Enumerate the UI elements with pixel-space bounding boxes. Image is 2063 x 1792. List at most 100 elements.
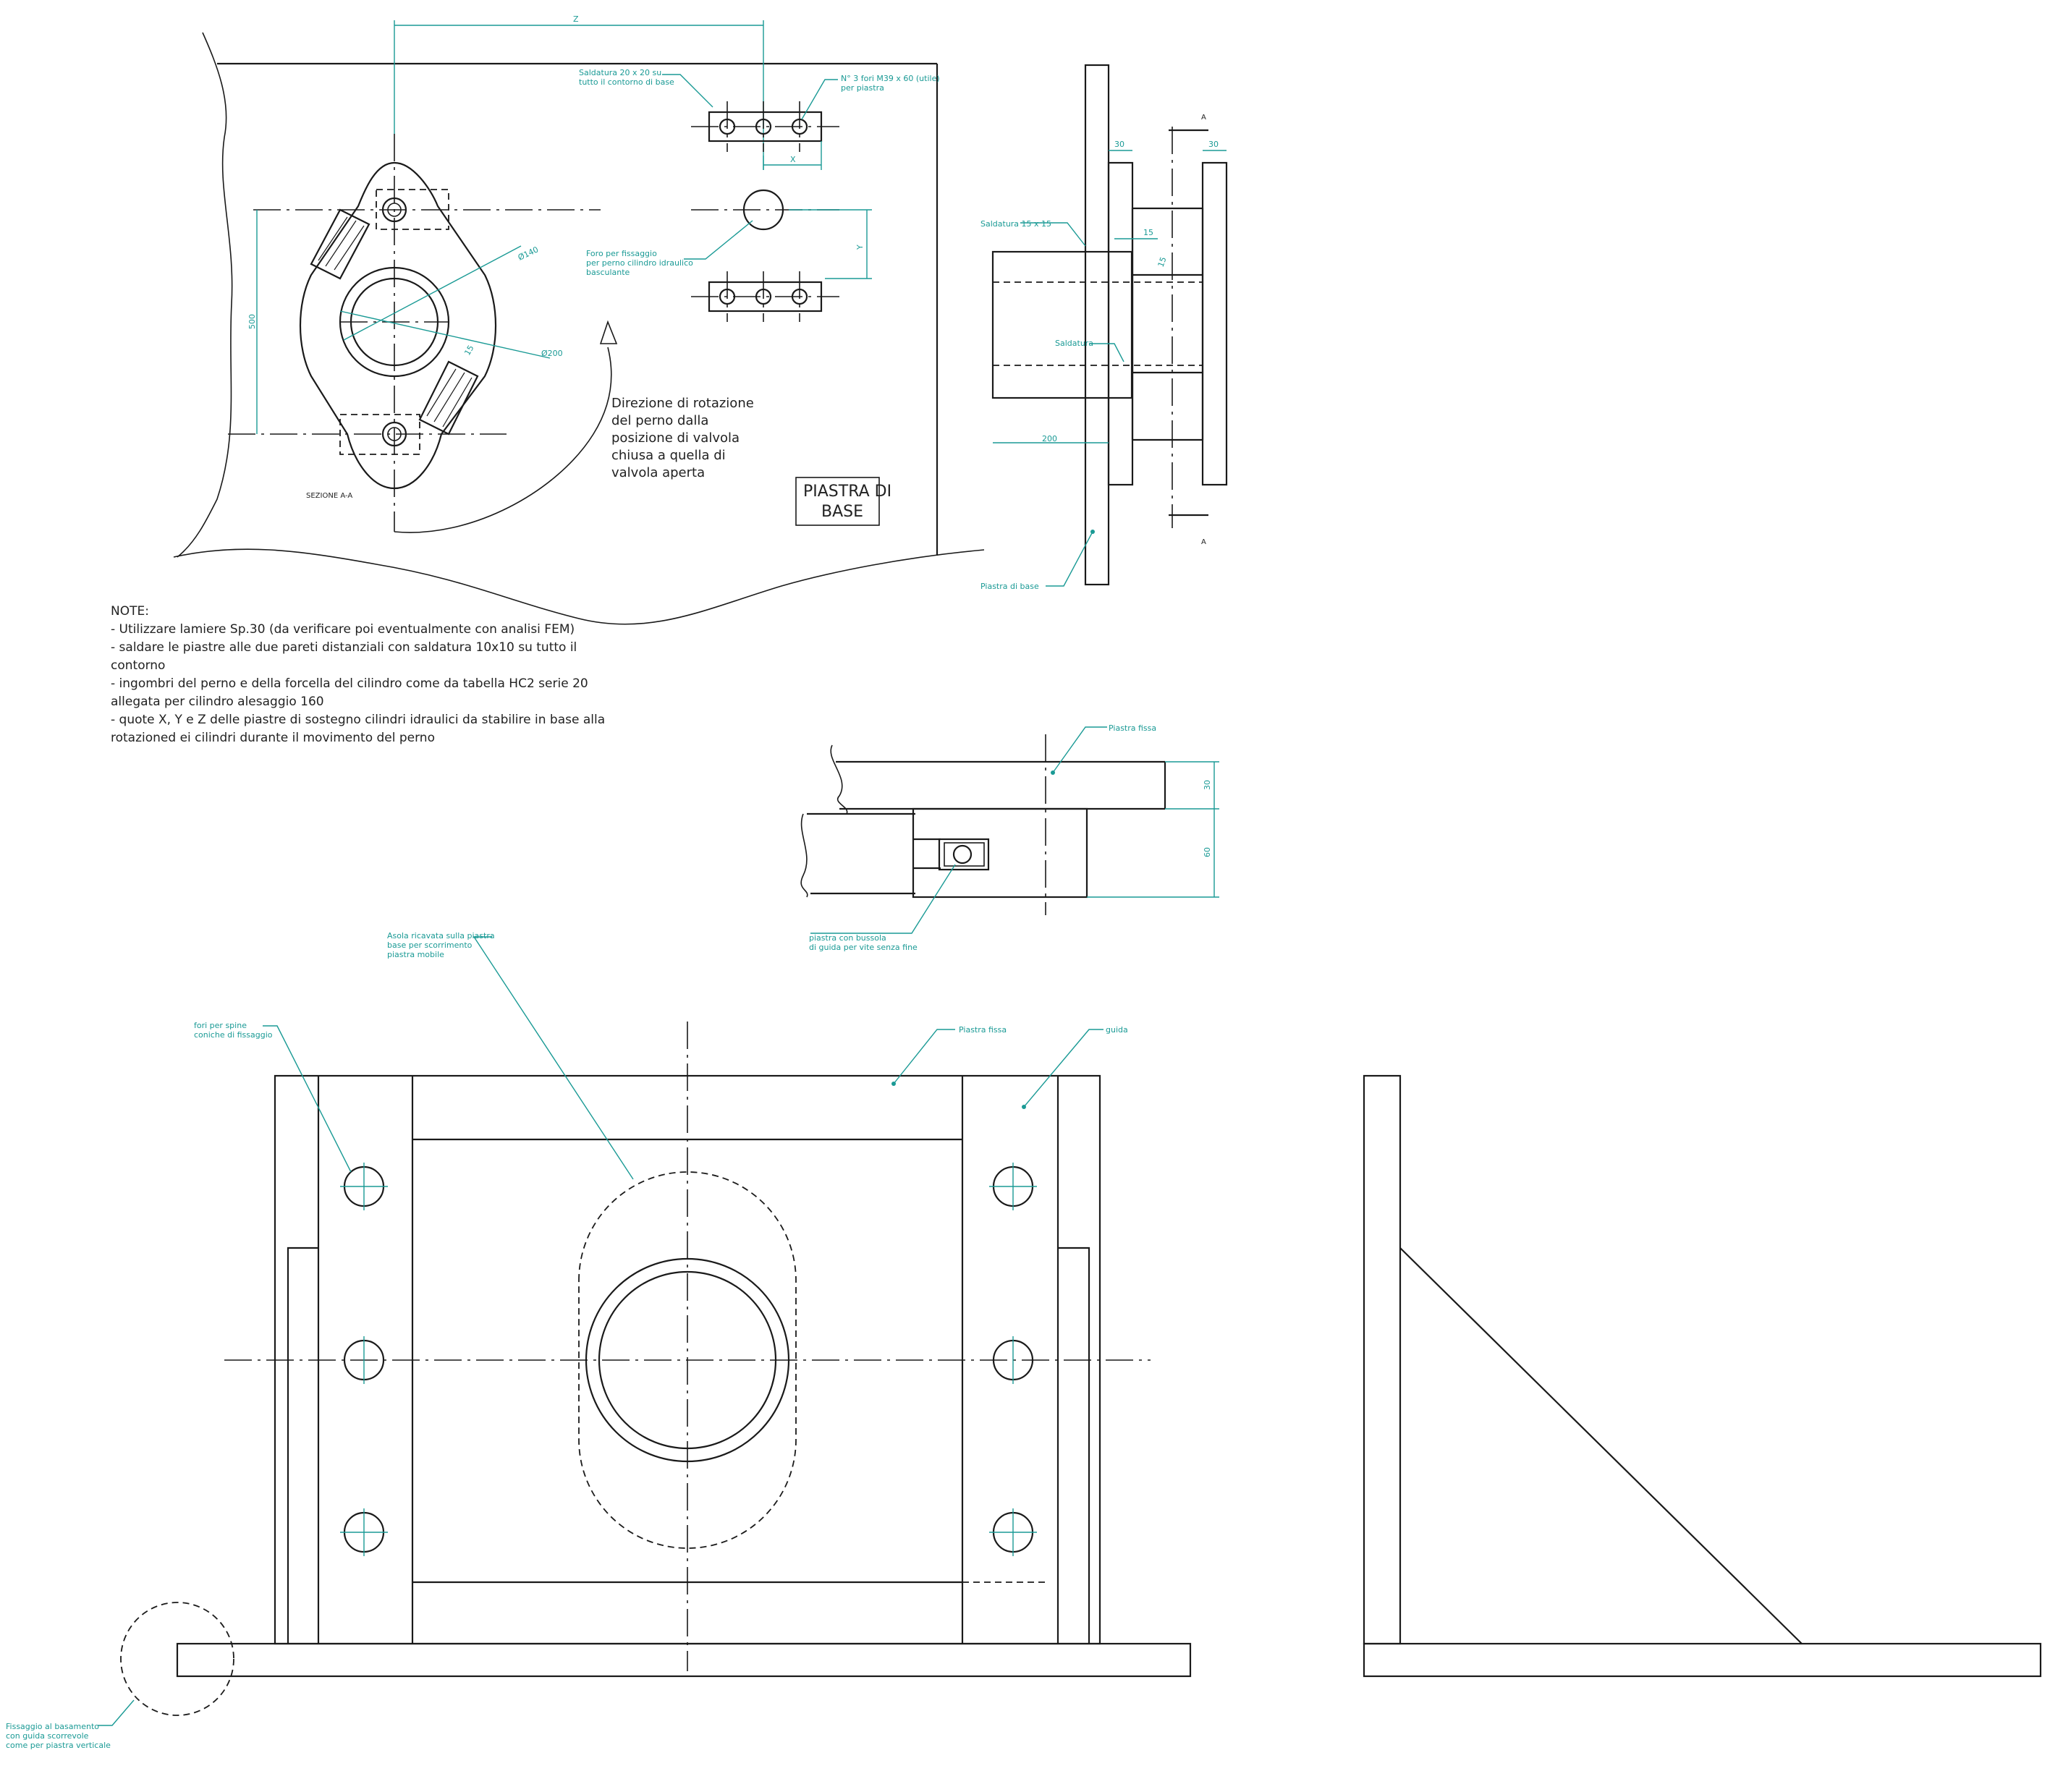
notes-line-5: allegata per cilindro alesaggio 160 [111, 695, 324, 709]
slot-label-3: piastra mobile [387, 950, 444, 959]
guide-label: guida [1106, 1025, 1128, 1035]
side-base-plate [1084, 64, 1110, 586]
side-plate-2 [1201, 161, 1228, 486]
anchor-label-3: come per piastra verticale [6, 1741, 111, 1750]
front-fixed-label: Piastra fissa [959, 1025, 1007, 1035]
weld-base-label-1: Saldatura 20 x 20 su [579, 68, 661, 77]
detail-guide-block [912, 807, 1088, 899]
anchor-label-2: con guida scorrevole [6, 1731, 89, 1741]
detail-fixed-dot [1051, 770, 1055, 775]
dim-y-label: Y [855, 245, 865, 250]
slot-label-1: Asola ricavata sulla piastra [387, 931, 495, 940]
bracket-side-view [1363, 1074, 2042, 1678]
notes-line-6: - quote X, Y e Z delle piastre di sosteg… [111, 713, 605, 727]
detail-bushing-leader [810, 864, 956, 934]
rotation-text-4: chiusa a quella di [611, 448, 726, 463]
rotation-text-1: Direzione di rotazione [611, 396, 754, 411]
detail-fixed-leader [1052, 726, 1107, 773]
notes-line-3: contorno [111, 658, 165, 673]
pin-holes-label-2: coniche di fissaggio [194, 1030, 273, 1040]
dim-z-label: Z [573, 14, 579, 24]
bracket-gusset [1399, 1247, 1803, 1644]
fixed-plate-detail-view: 30 60 Piastra fissa piastra con bussola … [800, 723, 1219, 952]
slot-leader [473, 936, 634, 1180]
detail-break-bottom [800, 813, 808, 898]
base-plate-label: Piastra di base [980, 582, 1039, 591]
side-dim-30b: 30 [1208, 140, 1219, 149]
notes-line-2: - saldare le piastre alle due pareti dis… [111, 640, 577, 655]
side-dim-30a: 30 [1114, 140, 1124, 149]
front-slot-outline [578, 1171, 797, 1549]
detail-dim-60: 60 [1203, 847, 1212, 857]
detail-fixed-label: Piastra fissa [1109, 723, 1156, 733]
section-label: SEZIONE A-A [306, 492, 352, 500]
pin-hole-label-2: per perno cilindro idraulico [586, 258, 693, 268]
side-dim-15b: 15 [1156, 255, 1169, 268]
weld-15-leader [1020, 222, 1086, 247]
pin-holes-right [989, 1163, 1037, 1556]
dim-15-label: 15 [462, 344, 475, 357]
break-line-bottom [173, 548, 985, 625]
side-elevation-view: A A 30 30 15 15 200 Saldatura 15 x 15 Sa… [980, 64, 1228, 591]
anchor-detail-circle [120, 1602, 234, 1716]
pin-holes-leader [263, 1025, 352, 1173]
detail-dim-30: 30 [1203, 780, 1212, 790]
dim-500-label: 500 [247, 314, 257, 329]
pin-holes-left [340, 1163, 388, 1556]
guide-leader [1023, 1029, 1103, 1108]
side-A-top: A [1201, 114, 1206, 122]
side-dim-200: 200 [1042, 434, 1057, 443]
weld-base-leader [662, 74, 713, 108]
dim-x-label: X [790, 155, 796, 164]
base-plate-title-1: PIASTRA DI [803, 483, 891, 501]
base-plate-leader [1046, 531, 1093, 587]
break-line-left [177, 32, 233, 558]
rotation-text-2: del perno dalla [611, 413, 708, 428]
front-right-guide-rail [1058, 1247, 1090, 1644]
detail-bushing [938, 838, 990, 871]
rotation-arrow-head [599, 320, 618, 344]
anchor-label-1: Fissaggio al basamento [6, 1722, 99, 1731]
front-elevation-view: Asola ricavata sulla piastra base per sc… [6, 931, 1192, 1750]
dim-phi140-leader [343, 245, 522, 341]
side-pin-housing [991, 250, 1133, 399]
notes-line-4: - ingombri del perno e della forcella de… [111, 676, 588, 691]
rotation-text-3: posizione di valvola [611, 430, 740, 446]
detail-bushing-hole [952, 844, 973, 865]
holes-label-2: per piastra [841, 83, 884, 93]
notes-title: NOTE: [111, 604, 149, 619]
notes-line-1: - Utilizzare lamiere Sp.30 (da verificar… [111, 622, 575, 637]
pin-hole-leader [684, 220, 753, 260]
front-left-guide-rail [287, 1247, 318, 1644]
guide-dot [1022, 1105, 1026, 1109]
holes-leader [801, 79, 838, 120]
dim-phi140-label: Ø140 [517, 245, 540, 262]
slot-label-2: base per scorrimento [387, 940, 473, 950]
pin-hole-label-3: basculante [586, 268, 630, 277]
notes-line-7: rotazioned ei cilindri durante il movime… [111, 731, 435, 745]
rotation-arrow [394, 347, 612, 533]
dim-phi200-label: Ø200 [541, 349, 563, 358]
bracket-base-plate [1363, 1642, 2042, 1678]
hatched-slot-upper [310, 208, 370, 280]
detail-break-top [830, 744, 848, 815]
notes-block: NOTE: - Utilizzare lamiere Sp.30 (da ver… [111, 604, 605, 745]
weld-leader [1089, 343, 1124, 362]
detail-bushing-label-2: di guida per vite senza fine [809, 943, 918, 952]
upper-holed-plate [691, 101, 839, 152]
side-dim-15a: 15 [1143, 228, 1153, 237]
pin-hole-label-1: Foro per fissaggio [586, 249, 657, 258]
front-fixed-dot [891, 1082, 896, 1086]
holes-label-1: N° 3 fori M39 x 60 (utile) [841, 74, 940, 83]
front-base-plate [176, 1642, 1192, 1678]
side-A-bottom: A [1201, 538, 1206, 546]
base-plate-title-2: BASE [821, 503, 863, 521]
base-plate-title-box [795, 477, 880, 526]
rotation-text-5: valvola aperta [611, 465, 705, 480]
side-plate-1 [1107, 161, 1134, 486]
weld-base-label-2: tutto il contorno di base [579, 77, 674, 87]
bracket-vertical-plate [1363, 1074, 1402, 1645]
anchor-leader [98, 1699, 135, 1726]
section-a-a-view: Z 500 Ø140 Ø200 15 [173, 14, 985, 625]
